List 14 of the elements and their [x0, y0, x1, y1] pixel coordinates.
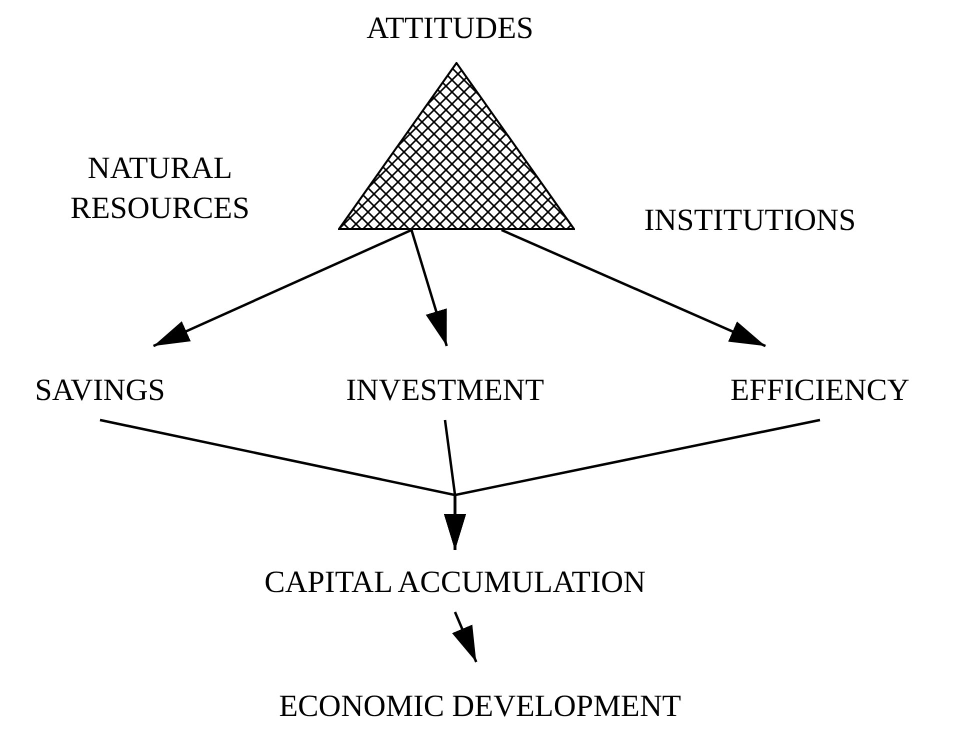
hatched-triangle — [338, 62, 575, 230]
node-label: CAPITAL ACCUMULATION — [180, 560, 730, 604]
arrow — [444, 418, 820, 550]
arrow — [501, 228, 766, 348]
node-label: INVESTMENT — [320, 368, 570, 412]
node-label: ECONOMIC DEVELOPMENT — [200, 684, 760, 728]
arrow — [452, 612, 478, 662]
corner-label: NATURAL RESOURCES — [69, 149, 251, 227]
arrow — [152, 228, 412, 348]
corner-label: ATTITUDES — [365, 9, 535, 47]
arrow — [410, 230, 448, 346]
node-label: EFFICIENCY — [690, 368, 950, 412]
node-label: SAVINGS — [5, 368, 195, 412]
corner-label: INSTITUTIONS — [643, 201, 857, 239]
